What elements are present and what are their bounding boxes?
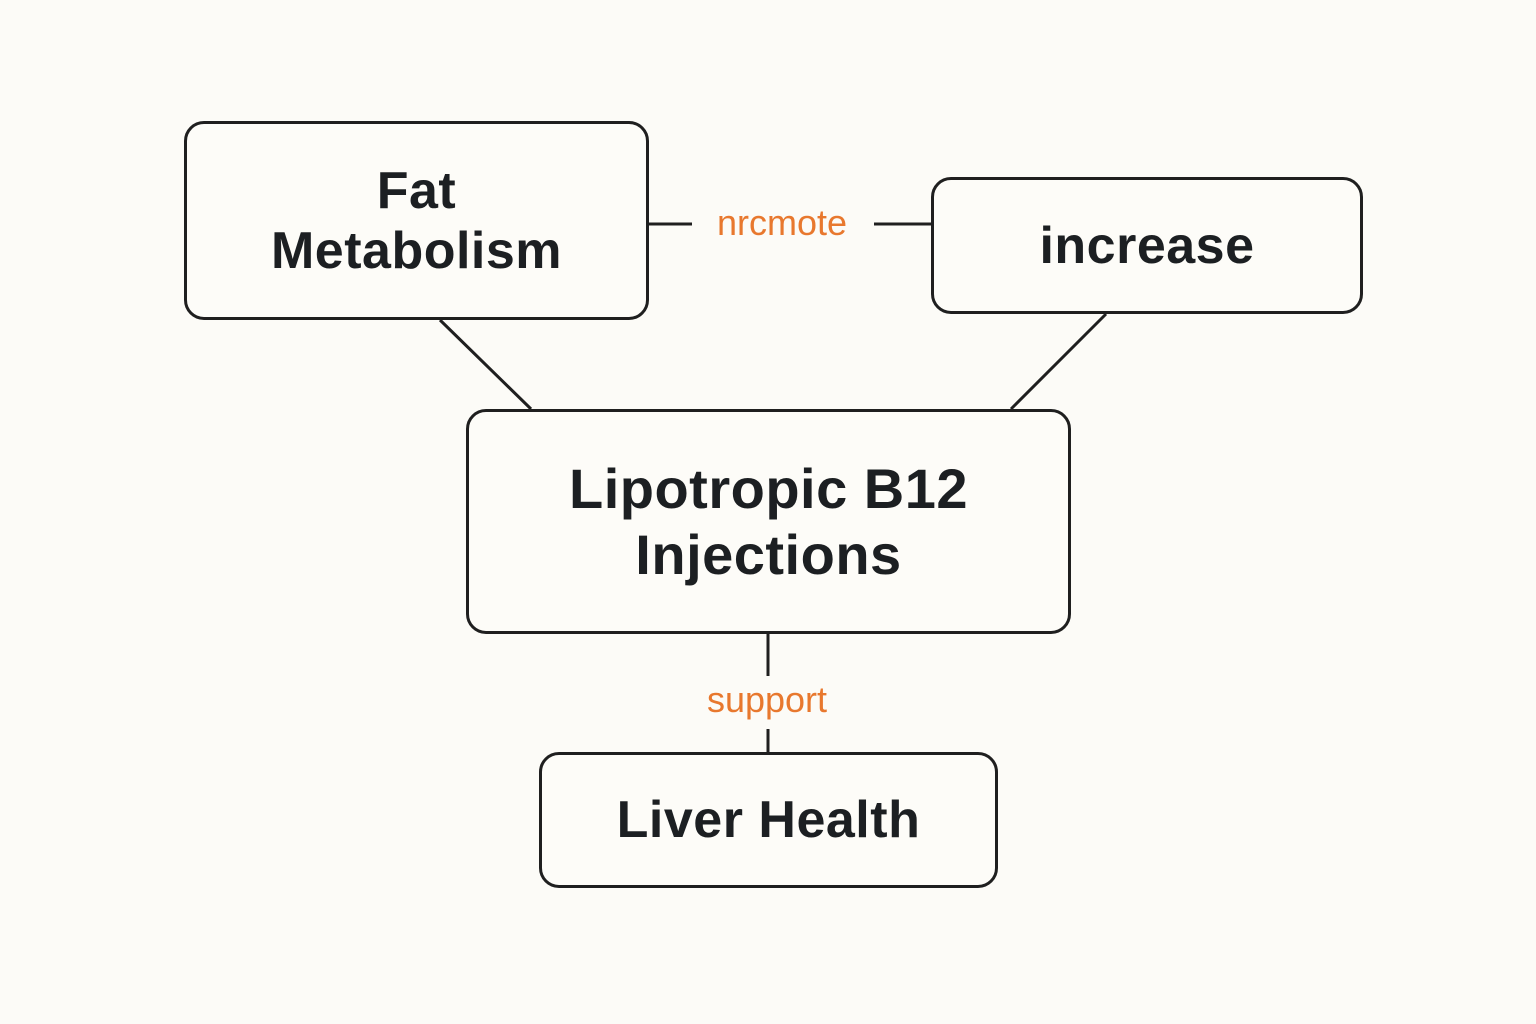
node-increase-label: increase <box>1039 216 1255 275</box>
node-fat-metabolism: Fat Metabolism <box>184 121 649 320</box>
node-lipotropic-line2: Injections <box>635 522 902 586</box>
node-fat-metabolism-line2: Metabolism <box>270 221 563 280</box>
edge-label-promote: nrcmote <box>692 203 872 243</box>
node-liver-health: Liver Health <box>539 752 998 888</box>
node-lipotropic-text: Lipotropic B12 Injections <box>569 456 968 588</box>
node-liver-health-label: Liver Health <box>616 791 921 849</box>
connector-fat-to-lipotropic <box>438 318 533 411</box>
connector-increase-to-lipotropic <box>1009 312 1108 411</box>
edge-label-support: support <box>682 680 852 720</box>
node-increase: increase <box>931 177 1363 314</box>
node-fat-metabolism-text: Fat Metabolism <box>271 161 562 281</box>
node-fat-metabolism-line1: Fat <box>376 161 457 220</box>
node-lipotropic-line1: Lipotropic B12 <box>568 456 969 520</box>
node-lipotropic-b12-injections: Lipotropic B12 Injections <box>466 409 1071 634</box>
